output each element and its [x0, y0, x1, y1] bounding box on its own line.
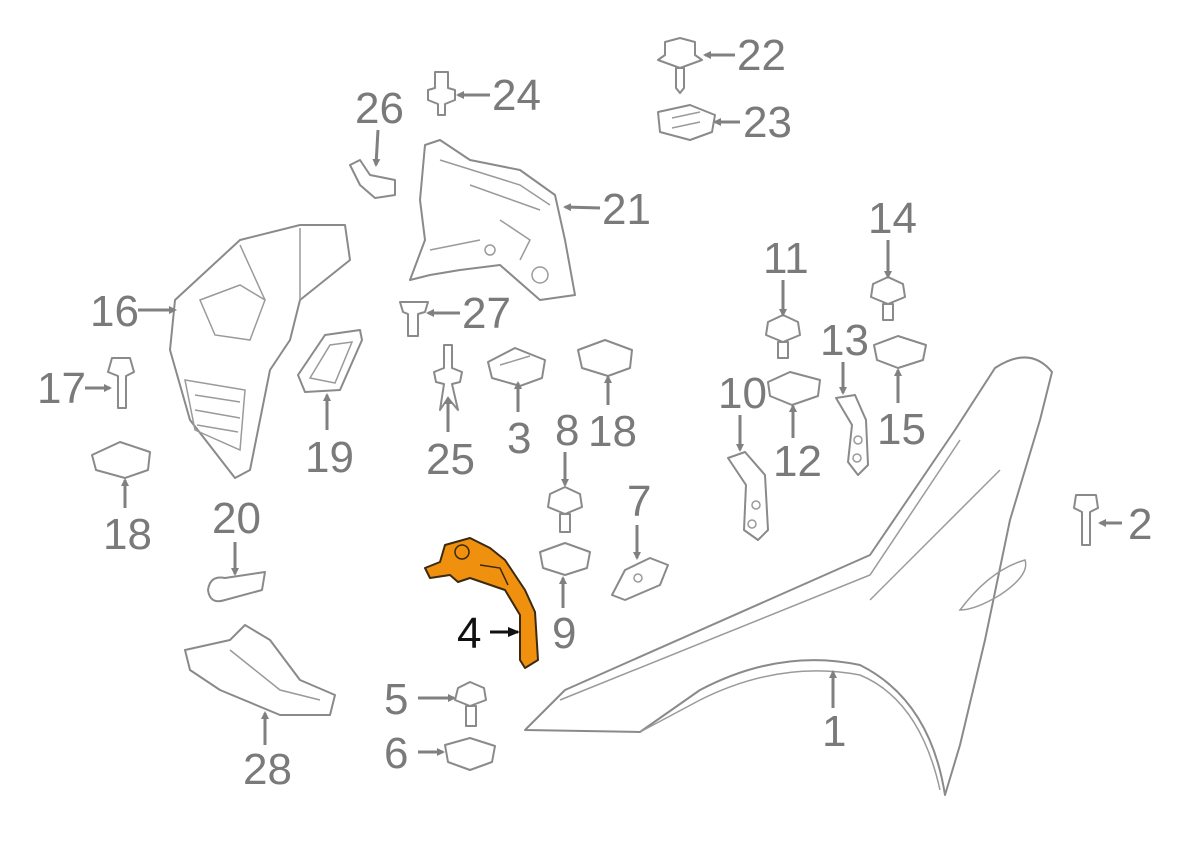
- callout-18-lower: 18: [103, 510, 152, 559]
- callout-14: 14: [868, 194, 917, 243]
- part-14-bolt[interactable]: [870, 276, 906, 321]
- part-13-bracket[interactable]: [835, 394, 869, 476]
- callout-16: 16: [90, 287, 139, 336]
- callout-8: 8: [555, 406, 579, 455]
- part-24-push-pin[interactable]: [427, 71, 456, 116]
- callout-21: 21: [602, 185, 651, 234]
- callout-18-upper: 18: [588, 407, 637, 456]
- part-23-clip-nut[interactable]: [657, 104, 716, 141]
- part-20-screw[interactable]: [207, 571, 266, 603]
- part-25-rivet[interactable]: [433, 344, 463, 411]
- callout-4: 4: [457, 609, 481, 658]
- callout-20: 20: [212, 494, 261, 543]
- part-22-bolt[interactable]: [657, 37, 703, 94]
- part-15-clip-nut[interactable]: [873, 335, 927, 369]
- part-18-clip-upper[interactable]: [577, 339, 633, 377]
- callout-9: 9: [552, 609, 576, 658]
- callout-17: 17: [37, 364, 86, 413]
- callout-15: 15: [877, 405, 926, 454]
- callout-5: 5: [384, 675, 408, 724]
- part-4-bracket-highlighted[interactable]: [424, 537, 539, 669]
- part-8-bolt[interactable]: [547, 486, 583, 533]
- callout-1: 1: [822, 707, 846, 756]
- part-11-bolt[interactable]: [765, 314, 801, 359]
- callout-2: 2: [1128, 500, 1152, 549]
- callout-22: 22: [737, 31, 786, 80]
- callout-26: 26: [355, 84, 404, 133]
- part-6-clip-nut[interactable]: [444, 737, 496, 771]
- part-12-clip-nut[interactable]: [767, 371, 821, 406]
- callout-23: 23: [743, 98, 792, 147]
- callout-19: 19: [305, 433, 354, 482]
- part-28-deflector[interactable]: [184, 624, 336, 716]
- callout-10: 10: [718, 369, 767, 418]
- part-2-bolt[interactable]: [1073, 494, 1099, 546]
- part-18-clip-lower[interactable]: [91, 441, 151, 479]
- callout-27: 27: [462, 289, 511, 338]
- part-26-clip[interactable]: [349, 159, 396, 199]
- part-9-clip-nut[interactable]: [539, 542, 591, 576]
- part-1-fender[interactable]: [524, 356, 1053, 796]
- callout-6: 6: [384, 729, 408, 778]
- callout-11: 11: [763, 234, 809, 283]
- part-10-bracket[interactable]: [727, 451, 769, 541]
- part-3-clip[interactable]: [487, 347, 546, 387]
- callout-13: 13: [820, 316, 869, 365]
- callout-3: 3: [507, 414, 531, 463]
- part-7-bracket[interactable]: [611, 557, 669, 601]
- callout-28: 28: [243, 745, 292, 794]
- part-19-cover[interactable]: [297, 329, 363, 393]
- part-16-wheel-arch-liner[interactable]: [169, 224, 351, 479]
- callout-24: 24: [492, 71, 541, 120]
- callout-12: 12: [773, 437, 822, 486]
- callout-7: 7: [627, 477, 651, 526]
- part-27-plug[interactable]: [399, 301, 429, 337]
- part-21-wheel-housing[interactable]: [409, 139, 576, 301]
- part-17-bolt[interactable]: [107, 357, 135, 409]
- part-5-bolt[interactable]: [454, 681, 487, 727]
- callout-25: 25: [426, 435, 475, 484]
- callout-labels: 22 24 26 23 21 16 27 11 14 13 17 19 25 3…: [37, 31, 1152, 794]
- callout-arrows: [85, 51, 1122, 756]
